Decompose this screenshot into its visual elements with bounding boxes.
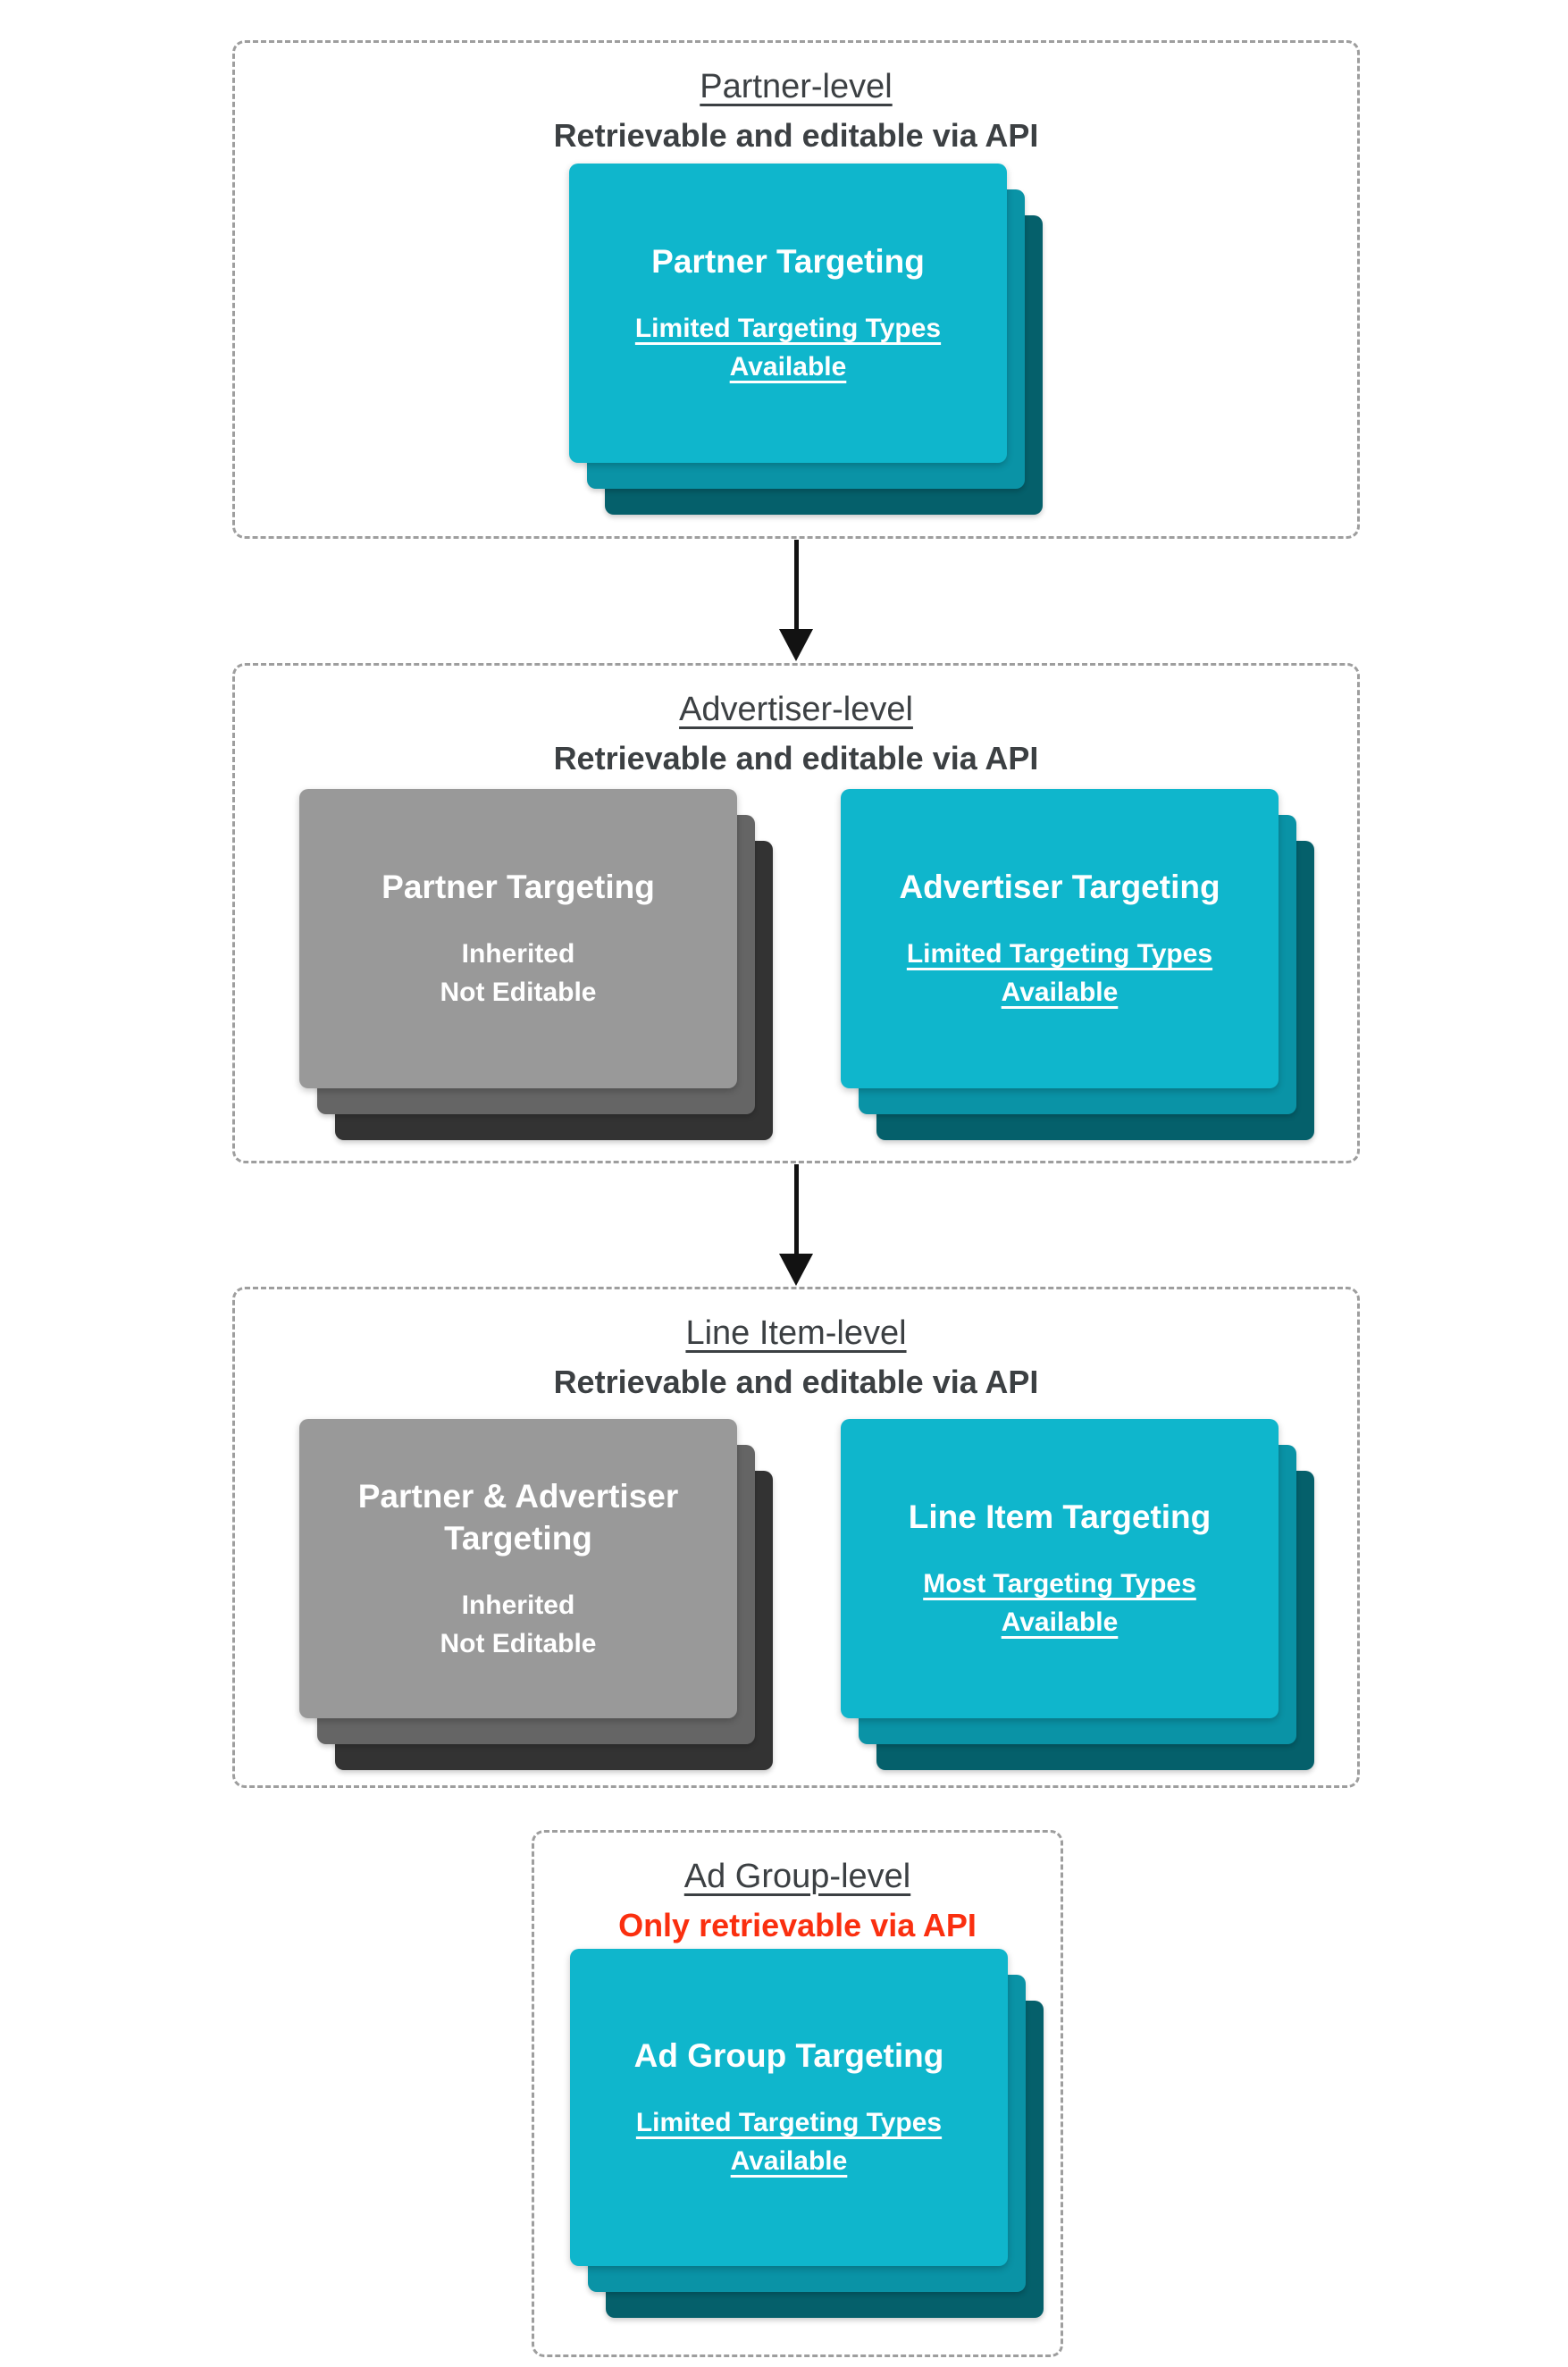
card-body: Inherited Not Editable xyxy=(440,939,597,1007)
card-body: Inherited Not Editable xyxy=(440,1590,597,1658)
partner-targeting-card: Partner Targeting Limited Targeting Type… xyxy=(569,164,1043,515)
section-subtitle: Retrievable and editable via API xyxy=(553,740,1039,776)
inherited-partner-advertiser-targeting-card: Partner & Advertiser Targeting Inherited… xyxy=(299,1419,773,1770)
card-title: Partner Targeting xyxy=(382,869,655,905)
card-front: Partner Targeting Inherited Not Editable xyxy=(299,789,737,1088)
advertiser-targeting-card: Advertiser Targeting Limited Targeting T… xyxy=(841,789,1314,1140)
section-subtitle: Retrievable and editable via API xyxy=(553,1364,1039,1400)
card-front: Partner Targeting Limited Targeting Type… xyxy=(569,164,1007,463)
section-subtitle: Retrievable and editable via API xyxy=(553,117,1039,154)
line-item-targeting-card: Line Item Targeting Most Targeting Types… xyxy=(841,1419,1314,1770)
card-title: Partner & Advertiser Targeting xyxy=(357,1477,679,1557)
section-subtitle: Only retrievable via API xyxy=(618,1907,977,1943)
arrow-shaft xyxy=(793,1164,799,1254)
ad-group-level-section: Ad Group-level Only retrievable via API … xyxy=(532,1830,1063,2357)
card-title: Line Item Targeting xyxy=(908,1498,1212,1535)
section-title: Partner-level xyxy=(700,68,893,105)
card-front: Ad Group Targeting Limited Targeting Typ… xyxy=(570,1949,1008,2266)
flow-arrow-down-2 xyxy=(779,1164,813,1286)
advertiser-level-section: Advertiser-level Retrievable and editabl… xyxy=(232,663,1360,1163)
card-front: Advertiser Targeting Limited Targeting T… xyxy=(841,789,1279,1088)
card-body: Limited Targeting Types Available xyxy=(635,2108,943,2176)
card-front: Partner & Advertiser Targeting Inherited… xyxy=(299,1419,737,1718)
card-title: Partner Targeting xyxy=(651,243,925,280)
card-front: Line Item Targeting Most Targeting Types… xyxy=(841,1419,1279,1718)
partner-level-section: Partner-level Retrievable and editable v… xyxy=(232,40,1360,539)
line-item-level-section: Line Item-level Retrievable and editable… xyxy=(232,1287,1360,1788)
inherited-partner-targeting-card: Partner Targeting Inherited Not Editable xyxy=(299,789,773,1140)
flow-arrow-down-1 xyxy=(779,540,813,661)
ad-group-targeting-card: Ad Group Targeting Limited Targeting Typ… xyxy=(570,1949,1044,2318)
card-title: Ad Group Targeting xyxy=(633,2037,944,2074)
card-body: Limited Targeting Types Available xyxy=(634,314,942,382)
card-title: Advertiser Targeting xyxy=(899,869,1220,905)
section-title: Ad Group-level xyxy=(683,1858,911,1895)
section-title: Line Item-level xyxy=(685,1314,907,1352)
arrow-head-icon xyxy=(779,629,813,661)
card-body: Limited Targeting Types Available xyxy=(906,939,1213,1007)
arrow-head-icon xyxy=(779,1254,813,1286)
section-title: Advertiser-level xyxy=(679,691,913,728)
card-body: Most Targeting Types Available xyxy=(923,1569,1196,1637)
arrow-shaft xyxy=(793,540,799,629)
